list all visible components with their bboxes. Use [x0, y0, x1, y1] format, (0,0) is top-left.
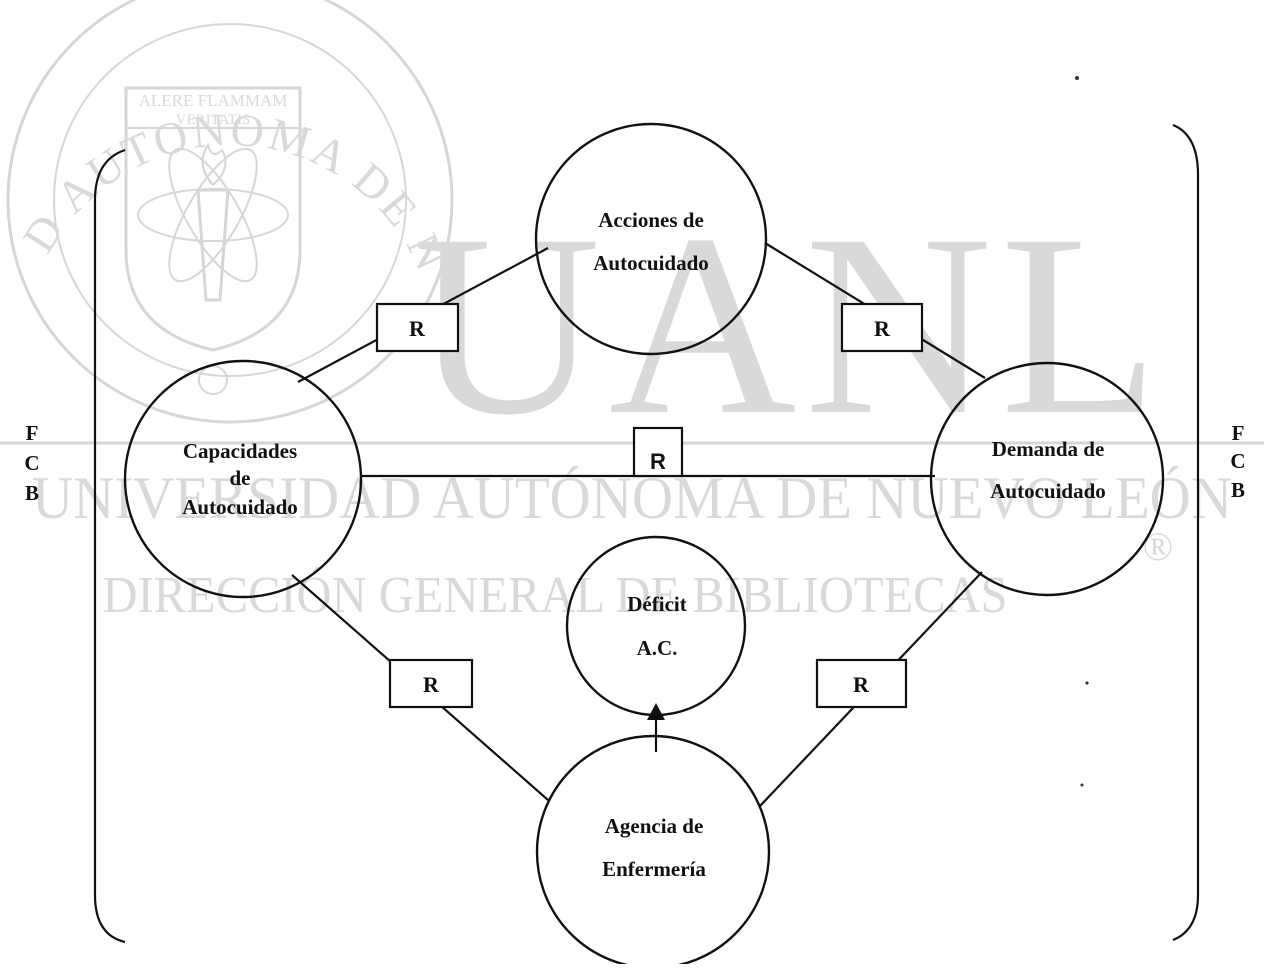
relation-label: R — [409, 316, 426, 341]
node-deficit-line2: A.C. — [637, 636, 678, 660]
relation-label: R — [423, 672, 440, 697]
relation-box: R — [388, 658, 474, 709]
seal-atom-orbit — [168, 147, 258, 283]
node-acciones-line1: Acciones de — [598, 208, 704, 232]
node-deficit: Déficit A.C. — [565, 535, 747, 717]
watermark-directorate: DIRECCIÓN GENERAL DE BIBLIOTECAS — [103, 566, 1008, 624]
right-side-label-b: B — [1231, 478, 1245, 502]
left-side-label-f: F — [26, 421, 39, 445]
seal-motto-banner — [125, 87, 301, 129]
node-deficit-line1: Déficit — [627, 592, 686, 616]
node-demanda-line2: Autocuidado — [990, 479, 1106, 503]
node-capacidades-line2: de — [230, 466, 251, 490]
relation-label: R — [650, 449, 666, 474]
node-demanda-line1: Demanda de — [992, 437, 1105, 461]
right-side-label-f: F — [1232, 421, 1245, 445]
seal-torch-icon — [196, 188, 230, 302]
node-capacidades: Capacidades de Autocuidado — [123, 359, 363, 599]
node-capacidades-line1: Capacidades — [183, 439, 297, 463]
scan-specks — [1075, 76, 1089, 787]
seal-flame-icon — [201, 142, 227, 186]
node-demanda: Demanda de Autocuidado — [929, 361, 1165, 597]
relation-box: R — [632, 426, 684, 478]
node-agencia-line2: Enfermería — [602, 857, 706, 881]
seal-motto-line1: ALERE FLAMMAM — [139, 91, 288, 110]
left-side-label-b: B — [25, 481, 39, 505]
left-side-label-c: C — [24, 451, 39, 475]
relation-box: R — [840, 302, 924, 353]
relation-label: R — [874, 316, 891, 341]
seal-atom-orbit — [137, 188, 289, 242]
relation-box: R — [815, 658, 908, 709]
watermark-registered-mark: ® — [1143, 524, 1173, 569]
node-agencia: Agencia de Enfermería — [535, 734, 771, 969]
relation-box: R — [375, 302, 460, 353]
seal-atom-orbit — [168, 147, 258, 283]
node-capacidades-line3: Autocuidado — [182, 495, 298, 519]
right-side-label: F C B — [1230, 421, 1245, 502]
node-acciones: Acciones de Autocuidado — [534, 122, 768, 356]
seal-inner-ring — [53, 23, 407, 377]
right-side-label-c: C — [1230, 449, 1245, 473]
relation-label: R — [853, 672, 870, 697]
seal-shield — [124, 86, 302, 352]
left-bracket — [93, 148, 126, 944]
right-bracket — [1172, 123, 1200, 942]
seal-outer-ring — [6, 0, 454, 424]
seal-motto-line2: VERITATIS — [176, 112, 251, 128]
node-acciones-line2: Autocuidado — [593, 251, 709, 275]
left-side-label: F C B — [24, 421, 39, 505]
node-agencia-line1: Agencia de — [605, 814, 704, 838]
